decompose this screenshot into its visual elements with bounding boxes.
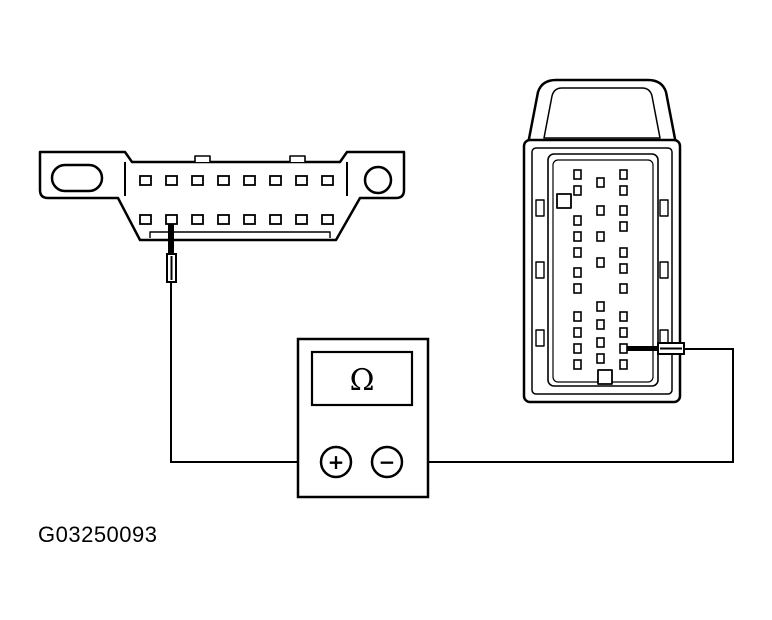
module-pins-left-column <box>573 169 582 370</box>
negative-terminal-label: − <box>379 450 396 474</box>
ohmmeter: Ω + − <box>296 337 430 499</box>
module-pins-right-column <box>619 169 628 370</box>
obd-pins-bottom-row <box>139 214 334 225</box>
obd-connector <box>38 150 406 242</box>
figure-caption: G03250093 <box>38 522 158 547</box>
test-leads <box>170 282 734 463</box>
ohmmeter-display: Ω <box>350 363 375 398</box>
negative-terminal <box>370 445 404 479</box>
positive-terminal <box>319 445 353 479</box>
obd-pins-top-row <box>139 175 334 186</box>
module-connector <box>522 78 682 404</box>
module-pins-middle-column <box>596 177 605 364</box>
positive-terminal-label: + <box>328 450 345 474</box>
